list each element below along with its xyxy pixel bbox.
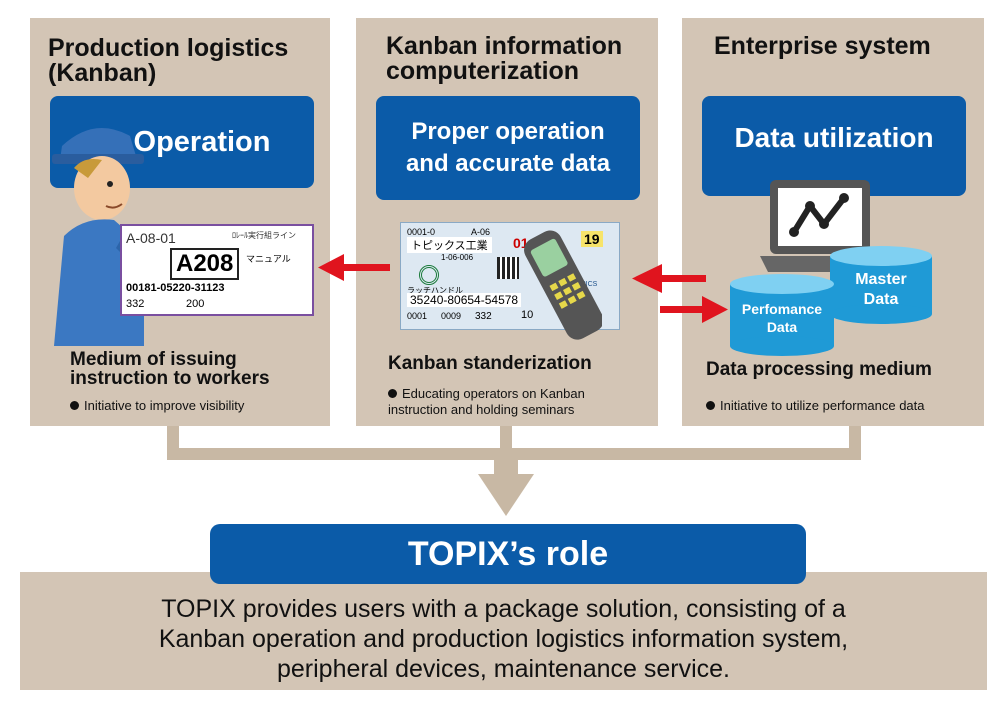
card-line: ラッチハンドル	[407, 286, 463, 295]
handheld-scanner-icon	[524, 230, 602, 340]
topix-role-title: TOPIX’s role	[210, 524, 806, 584]
arrow-to-operation	[342, 264, 390, 271]
kanban-qty: 200	[186, 298, 205, 310]
panel-caption: Data processing medium	[706, 359, 932, 380]
master-data-label: Master Data	[855, 271, 907, 308]
card-part: 35240-80654-54578	[407, 293, 522, 307]
database-performance-icon	[730, 274, 834, 356]
kanban-card-operation: A-08-01 ﾛﾚｰﾙ実行組ライン A208 マニュアル 00181-0522…	[120, 224, 314, 316]
proper-operation-box: Proper operation and accurate data	[376, 96, 640, 200]
kanban-qty: 332	[126, 298, 145, 310]
card-addr: A-06	[471, 227, 491, 237]
arrow-to-database-head	[702, 296, 728, 323]
kanban-line: ﾛﾚｰﾙ実行組ライン	[232, 231, 296, 240]
performance-data-label: Perfomance Data	[741, 301, 823, 335]
panel-production-logistics: Production logistics (Kanban) Operation …	[30, 18, 330, 426]
card-date: 19	[581, 231, 603, 247]
card-n2: 0009	[441, 311, 462, 321]
database-master-icon	[830, 246, 932, 324]
circle-mark-icon	[419, 265, 439, 285]
panel-bullet: Educating operators on Kanban instructio…	[388, 386, 585, 417]
panel-title: Production logistics (Kanban)	[48, 34, 289, 87]
card-logo: PICS	[581, 281, 598, 288]
arrow-to-database	[660, 306, 704, 313]
kanban-note: マニュアル	[246, 254, 291, 264]
role-description-background	[20, 572, 987, 690]
role-description: TOPIX provides users with a package solu…	[158, 595, 849, 683]
card-n1: 0001	[407, 311, 428, 321]
kanban-barcode-text: 00181-05220-31123	[126, 282, 225, 294]
panel-bullet: Initiative to utilize performance data	[706, 398, 925, 414]
kanban-code: A-08-01	[126, 230, 176, 246]
card-n3: 332	[475, 311, 492, 322]
arrow-to-scanner-head	[632, 264, 662, 293]
panel-caption: Kanban standerization	[388, 353, 592, 374]
panel-title: Kanban information computerization	[386, 32, 623, 85]
panel-caption: Medium of issuing instruction to workers	[70, 349, 270, 389]
kanban-number: A208	[170, 248, 240, 280]
qr-code-icon	[497, 257, 519, 279]
card-company: トピックス工業	[407, 237, 492, 253]
arrow-to-scanner	[660, 275, 706, 282]
arrow-to-operation-head	[318, 254, 344, 281]
panel-bullet: Initiative to improve visibility	[70, 398, 244, 414]
data-utilization-box: Data utilization	[702, 96, 966, 196]
panel-enterprise-system: Enterprise system Data utilization Maste…	[682, 18, 984, 426]
card-n4: 10	[521, 309, 534, 321]
card-code: 0001-0	[407, 227, 436, 237]
card-sub: 1-06-006	[441, 253, 474, 262]
panel-title: Enterprise system	[714, 32, 931, 60]
panel-kanban-computerization: Kanban information computerization Prope…	[356, 18, 658, 426]
